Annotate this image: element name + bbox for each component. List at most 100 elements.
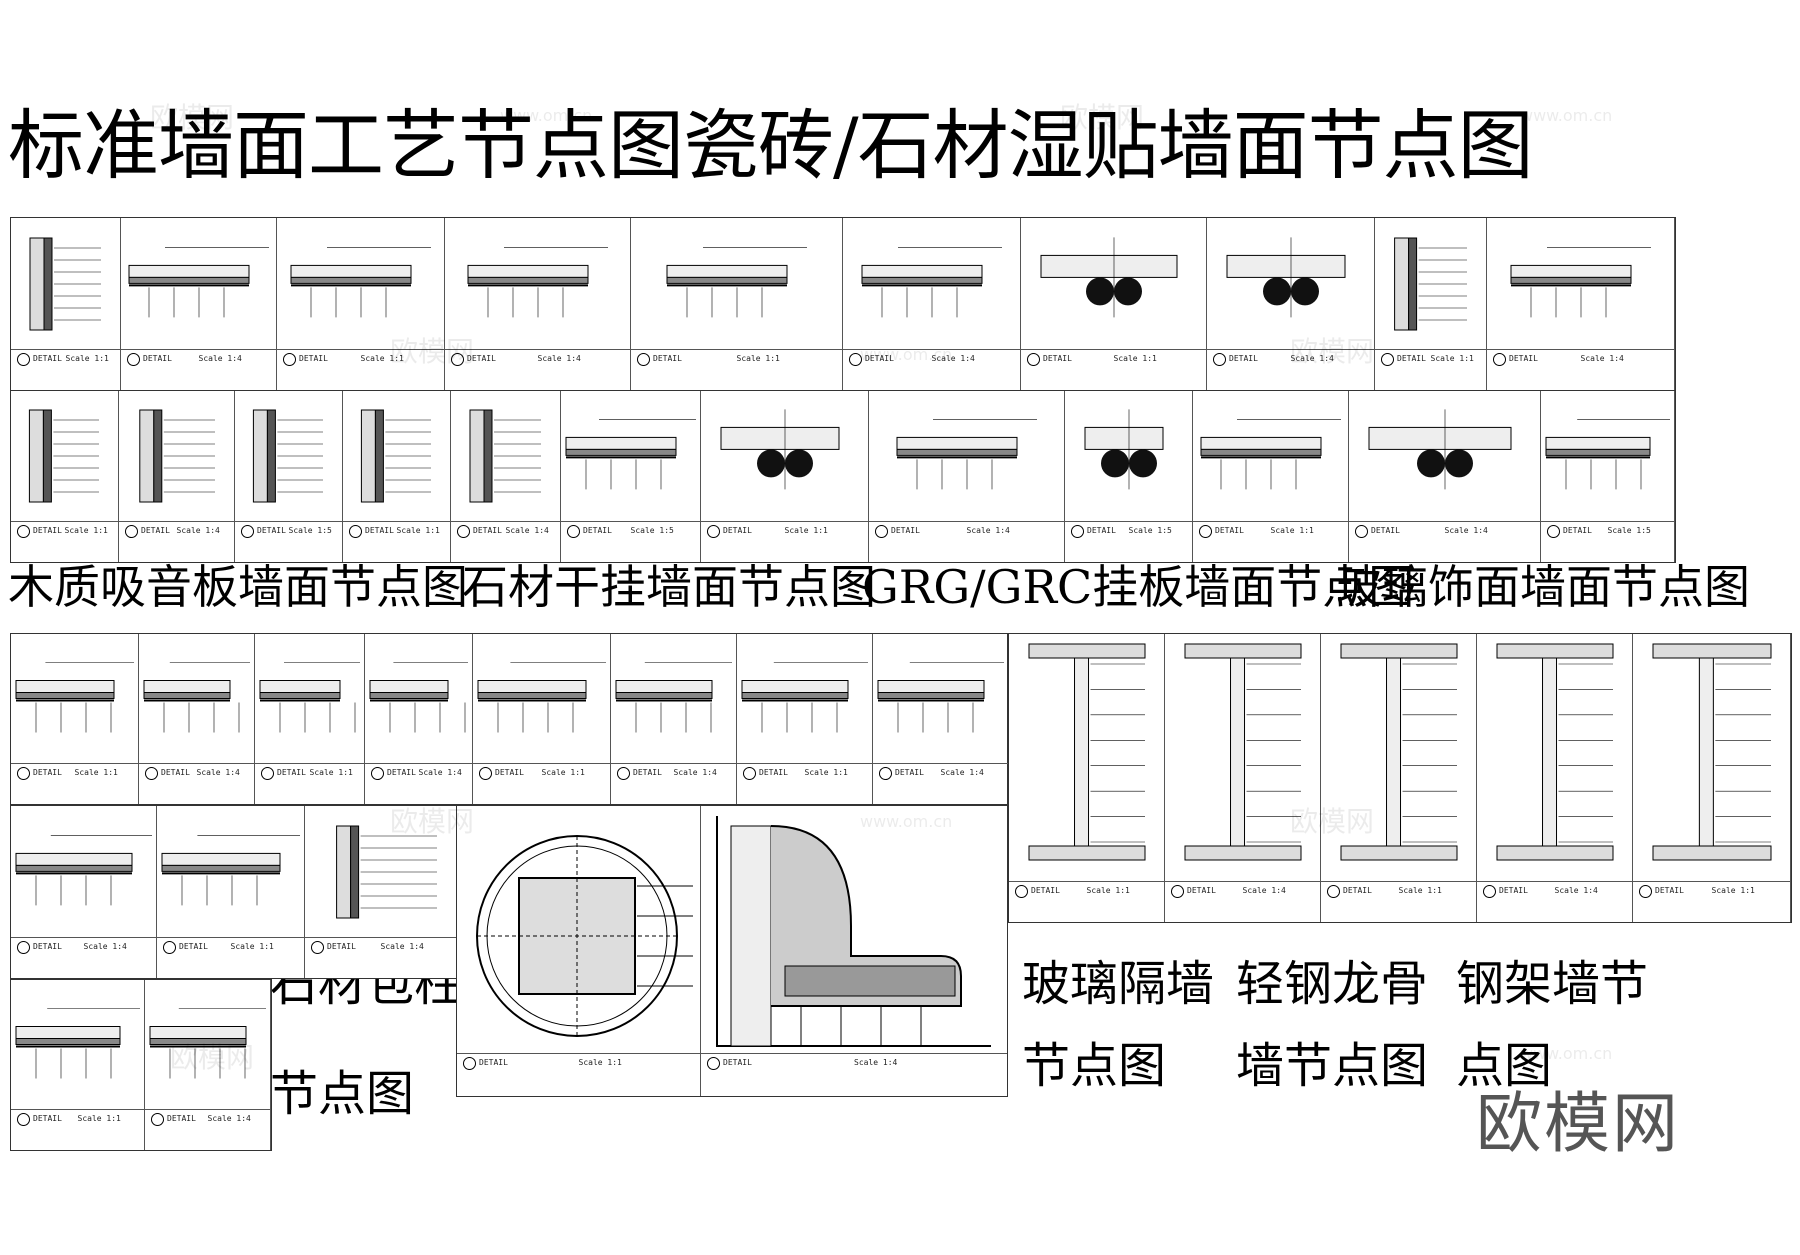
detail-label: DETAIL: [365, 526, 394, 535]
scale-label: Scale 1:1: [74, 768, 118, 777]
section-title-stone-dry: 石材干挂墙面节点图: [462, 560, 876, 614]
detail-drawing: [1340, 643, 1458, 861]
scale-label: Scale 1:1: [396, 526, 440, 535]
detail-drawing: [1184, 643, 1302, 861]
detail-mark-icon: [1355, 525, 1368, 538]
scale-label: Scale 1:4: [83, 942, 127, 951]
detail-drawing: [720, 409, 840, 490]
detail-label: DETAIL: [1343, 886, 1372, 895]
detail-mark-icon: [349, 525, 362, 538]
detail-mark-icon: [617, 767, 630, 780]
column-section-drawing: [716, 816, 991, 1047]
scale-label: Scale 1:4: [1580, 354, 1624, 363]
detail-drawing: [1496, 643, 1614, 861]
detail-label: DETAIL: [1499, 886, 1528, 895]
watermark-site: www.om.cn: [860, 345, 953, 364]
scale-label: Scale 1:4: [196, 768, 240, 777]
watermark: 欧模网: [390, 335, 475, 368]
scale-label: Scale 1:1: [784, 526, 828, 535]
scale-label: Scale 1:1: [64, 526, 108, 535]
detail-label: DETAIL: [33, 942, 62, 951]
sheet-column-section: DETAIL Scale 1:4: [701, 806, 1007, 1096]
watermark: 欧模网: [1290, 335, 1375, 368]
detail-label: DETAIL: [479, 1058, 508, 1067]
scale-label: Scale 1:1: [230, 942, 274, 951]
scale-label: Scale 1:4: [198, 354, 242, 363]
detail-drawing: [1226, 237, 1346, 318]
detail-label: DETAIL: [167, 1114, 196, 1123]
detail-drawing: [259, 662, 360, 733]
detail-label: DETAIL: [653, 354, 682, 363]
detail-mark-icon: [1199, 525, 1212, 538]
scale-label: Scale 1:1: [1113, 354, 1157, 363]
detail-label: DETAIL: [1187, 886, 1216, 895]
scale-label: Scale 1:4: [505, 526, 549, 535]
detail-label: DETAIL: [1371, 526, 1400, 535]
detail-mark-icon: [879, 767, 892, 780]
detail-label: DETAIL: [1229, 354, 1258, 363]
detail-mark-icon: [479, 767, 492, 780]
detail-label: DETAIL: [143, 354, 172, 363]
detail-mark-icon: [145, 767, 158, 780]
detail-drawing: [369, 662, 468, 733]
detail-drawing: [469, 409, 541, 503]
detail-label: DETAIL: [141, 526, 170, 535]
detail-drawing: [252, 409, 323, 503]
title-light-steel-2: 墙节点图: [1236, 1038, 1429, 1094]
detail-mark-icon: [451, 353, 464, 366]
title-steel-frame-2: 点图: [1456, 1038, 1553, 1094]
sheet-footer: DETAIL Scale 1:4: [145, 1109, 270, 1150]
scale-label: Scale 1:4: [940, 768, 984, 777]
detail-mark-icon: [1493, 353, 1506, 366]
detail-drawing: [149, 1008, 266, 1079]
detail-mark-icon: [1639, 885, 1652, 898]
detail-sheet: DETAIL Scale 1:4: [11, 806, 157, 978]
detail-drawing: [877, 662, 1004, 733]
scale-label: Scale 1:4: [1444, 526, 1488, 535]
detail-label: DETAIL: [33, 526, 62, 535]
detail-mark-icon: [311, 941, 324, 954]
detail-drawing: [1084, 409, 1164, 490]
scale-label: Scale 1:4: [207, 1114, 251, 1123]
detail-drawing: [360, 409, 431, 503]
detail-mark-icon: [707, 1057, 720, 1070]
detail-label: DETAIL: [1509, 354, 1538, 363]
scale-label: Scale 1:1: [1430, 354, 1474, 363]
detail-drawing: [565, 419, 696, 490]
detail-mark-icon: [241, 525, 254, 538]
scale-label: Scale 1:5: [288, 526, 332, 535]
detail-drawing: [1510, 247, 1651, 318]
detail-mark-icon: [127, 353, 140, 366]
detail-drawing: [15, 835, 152, 906]
detail-mark-icon: [1015, 885, 1028, 898]
detail-drawing: [615, 662, 732, 733]
detail-mark-icon: [463, 1057, 476, 1070]
scale-label: Scale 1:1: [541, 768, 585, 777]
